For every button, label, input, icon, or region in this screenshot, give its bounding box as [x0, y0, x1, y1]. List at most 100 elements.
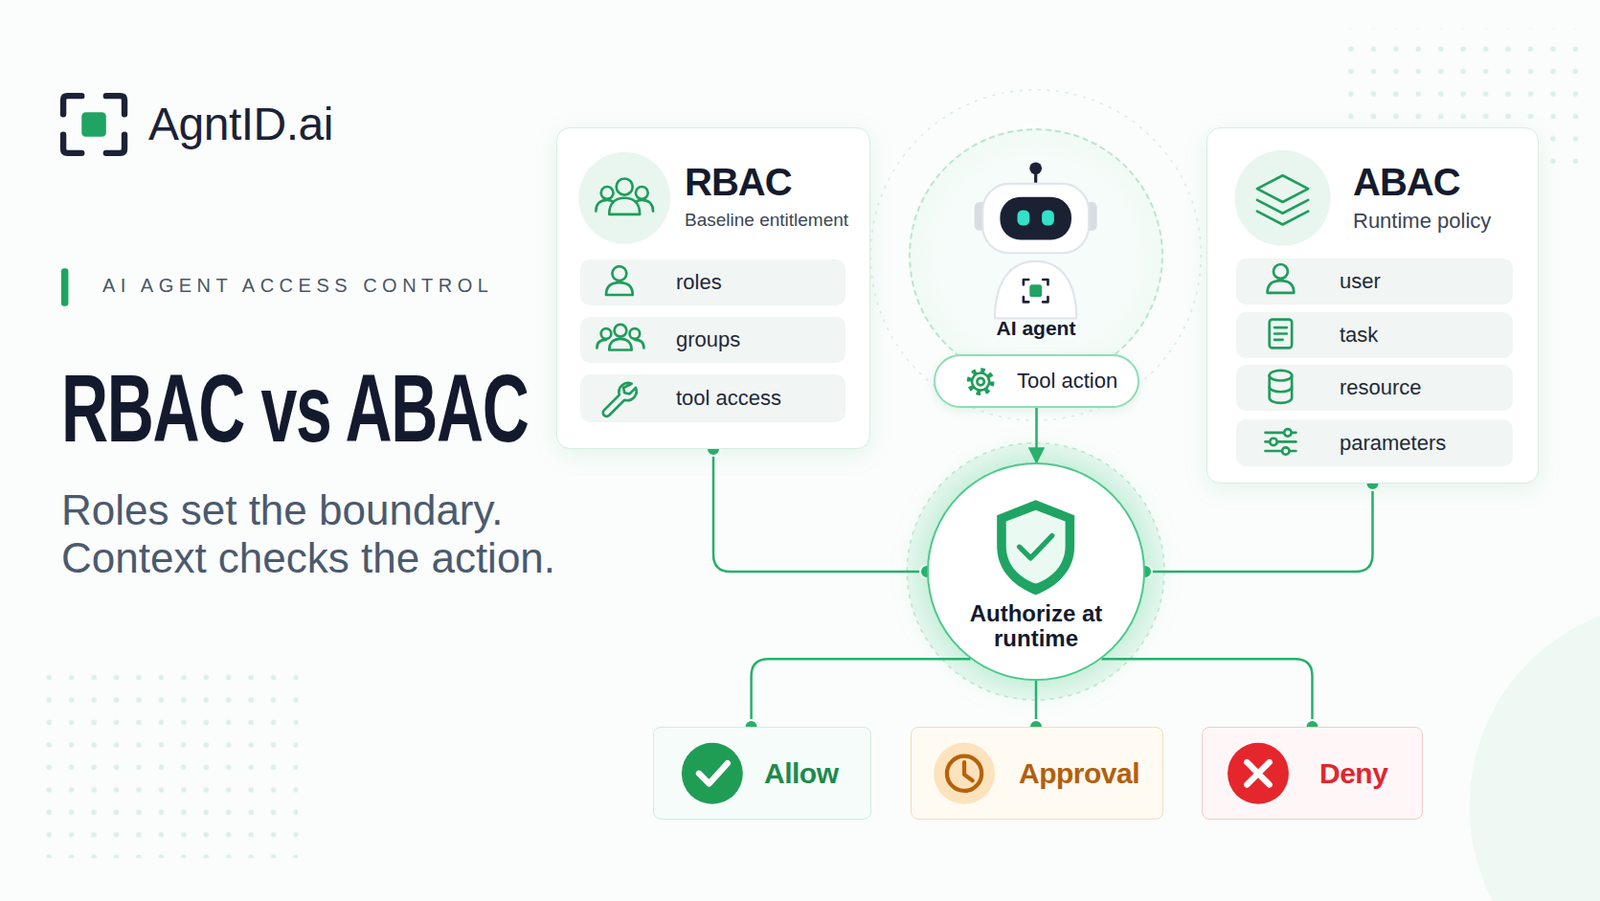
brand-mark: [63, 95, 125, 154]
shield-icon-part: [996, 499, 1075, 595]
dot-grid: [30, 668, 298, 858]
node-text: Baseline entitlement: [684, 208, 849, 232]
slider-icon: [1264, 428, 1296, 455]
team-icon-part: [596, 339, 607, 349]
people-icon-part: [608, 198, 640, 215]
robot-illustration-part: [999, 197, 1072, 241]
team-icon-part: [608, 338, 631, 351]
gear-icon-part: [971, 373, 990, 391]
halo-ring: [906, 443, 1165, 701]
shield-icon-part: [1019, 535, 1053, 558]
layers-icon-part: [1234, 150, 1330, 247]
node-text: resource: [1339, 375, 1422, 401]
node-text: task: [1339, 322, 1378, 348]
connector-line: [1101, 658, 1312, 727]
brand-mark-part: [106, 135, 125, 154]
connector-line: [751, 658, 971, 727]
robot-illustration-part: [994, 261, 1077, 319]
node-text: Allow: [764, 757, 839, 790]
doc-icon: [1269, 319, 1292, 349]
robot-illustration: [974, 161, 1098, 318]
list-row: groups: [580, 316, 846, 363]
list-row: roles: [580, 259, 846, 306]
wrench-icon: [603, 383, 637, 417]
node-text: roles: [676, 270, 722, 295]
connector-line: [713, 449, 927, 572]
team-icon-part: [630, 328, 641, 339]
list-row: task: [1236, 312, 1513, 359]
wrench-icon-part: [603, 383, 637, 417]
connector-group: [706, 442, 934, 579]
layers-icon-part: [1257, 175, 1308, 203]
list-row: tool access: [580, 374, 846, 423]
people-icon-part: [635, 186, 649, 200]
node-text: Authorize at runtime: [964, 601, 1108, 652]
slider-icon-part: [1264, 432, 1296, 451]
brand-mark-part: [63, 95, 82, 114]
connector-line: [1145, 483, 1374, 572]
icon-group: [61, 95, 1331, 805]
team-icon-part: [634, 339, 645, 349]
node-text: tool access: [676, 385, 782, 411]
list-row: parameters: [1236, 419, 1513, 467]
people-icon-part: [635, 200, 654, 212]
gear-icon-part: [976, 378, 984, 385]
check-badge-part: [698, 763, 728, 784]
connector-group: [1036, 407, 1037, 463]
clock-badge-part: [933, 743, 995, 805]
slider-icon-part: [1284, 428, 1291, 436]
check-badge-part: [681, 743, 744, 805]
node-text: Tool action: [1016, 368, 1118, 394]
team-icon-part: [614, 324, 628, 338]
corner-blob: [1469, 602, 1600, 901]
cross-badge-part: [1246, 762, 1269, 785]
db-icon-part: [1269, 370, 1292, 382]
clock-badge-part: [964, 762, 973, 781]
brand-mark-part: [81, 112, 107, 137]
shield-icon-part: [1006, 510, 1066, 585]
person-icon-part: [606, 282, 633, 295]
outcome-box: Allow: [653, 726, 872, 820]
clock-badge: [933, 743, 995, 805]
gear-icon-part: [969, 370, 992, 393]
robot-illustration-part: [1034, 171, 1037, 186]
slider-icon-part: [1282, 447, 1289, 454]
connector-group: [1101, 658, 1319, 734]
people-icon-part: [616, 178, 633, 195]
node-text: ABAC: [1352, 160, 1461, 203]
decision-circle: Authorize at runtime: [926, 462, 1146, 681]
halo-ring: [870, 90, 1201, 421]
db-icon-part: [1269, 386, 1292, 392]
connector-group: [1138, 476, 1380, 579]
robot-illustration-part: [1084, 202, 1098, 231]
doc-icon-part: [1269, 319, 1292, 349]
db-icon: [1269, 370, 1292, 404]
shield-icon: [996, 499, 1075, 595]
node-text: Runtime policy: [1352, 208, 1491, 234]
doc-icon-part: [1274, 327, 1287, 340]
robot-illustration-part: [974, 202, 988, 231]
node-text: parameters: [1339, 430, 1446, 456]
robot-illustration-part: [1029, 284, 1042, 297]
brand-name: AgntID.ai: [148, 97, 334, 152]
robot-illustration-part: [1029, 161, 1042, 175]
robot-illustration-part: [982, 183, 1089, 253]
gear-icon: [969, 370, 992, 393]
brand-mark-part: [106, 95, 125, 114]
brand-mark-part: [63, 135, 82, 154]
list-row: user: [1236, 258, 1513, 305]
pill-node: Tool action: [933, 354, 1140, 408]
node-text: Approval: [1018, 757, 1140, 790]
node-text: AI agent: [910, 316, 1162, 340]
layers-icon-part: [1257, 211, 1308, 226]
people-icon: [578, 152, 671, 245]
db-icon-part: [1269, 375, 1292, 404]
node-text: user: [1339, 269, 1381, 294]
robot-illustration-part: [1023, 279, 1049, 302]
person-icon-part: [1273, 264, 1288, 279]
kicker-text: AI AGENT ACCESS CONTROL: [102, 273, 494, 297]
node-text: Deny: [1319, 757, 1388, 790]
person-icon-part: [611, 266, 627, 281]
list-row: resource: [1236, 364, 1513, 411]
